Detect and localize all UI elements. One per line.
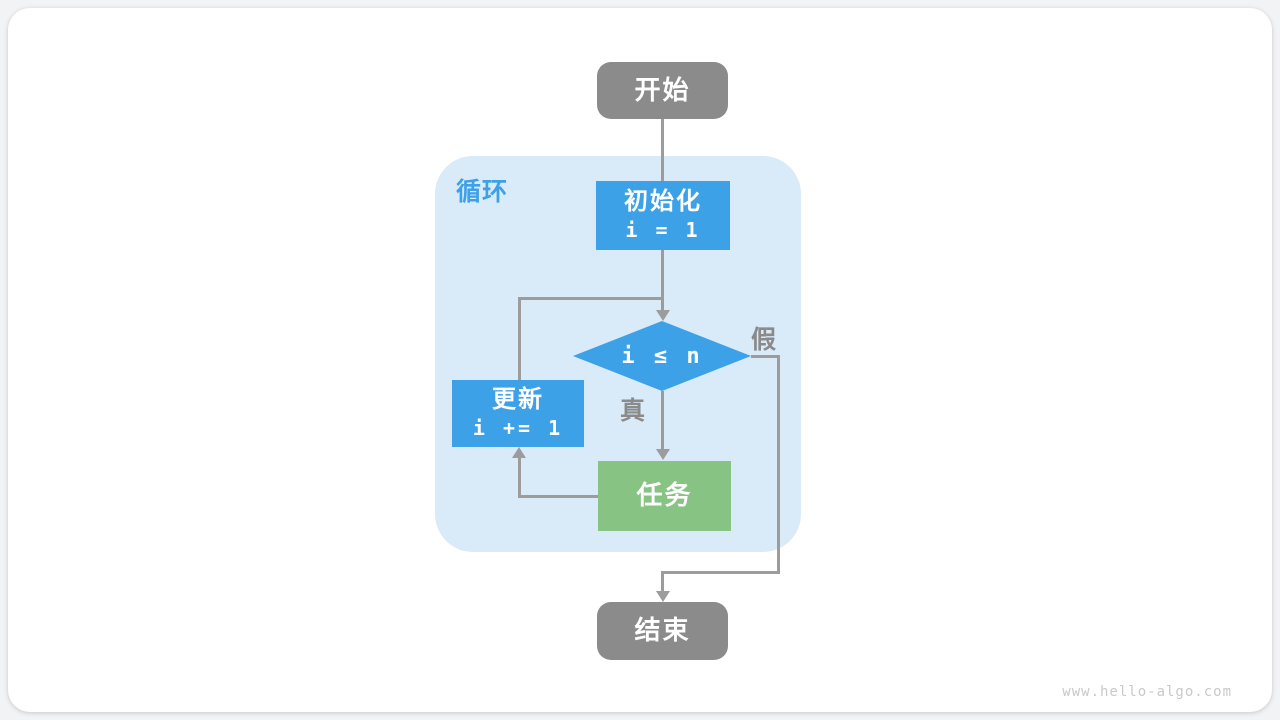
edge-loopback-vertical <box>518 297 521 381</box>
node-start: 开始 <box>597 62 728 119</box>
arrowhead-into-cond <box>656 310 670 321</box>
edge-false-right-vertical <box>777 355 780 574</box>
loop-container-label: 循环 <box>456 178 509 206</box>
branch-label-false: 假 <box>751 326 777 354</box>
watermark-url: www.hello-algo.com <box>1062 684 1232 700</box>
edge-init-to-cond <box>661 250 664 311</box>
edge-loopback-horizontal <box>518 297 664 300</box>
node-task-label: 任务 <box>636 480 693 511</box>
node-update: 更新 i += 1 <box>452 380 584 447</box>
node-condition-code: i ≤ n <box>621 344 703 370</box>
node-task: 任务 <box>598 461 731 531</box>
edge-cond-false-horizontal <box>751 355 779 358</box>
node-update-code: i += 1 <box>472 415 564 440</box>
edge-start-to-init <box>661 119 664 182</box>
node-end-label: 结束 <box>634 615 691 646</box>
node-update-label: 更新 <box>492 386 544 414</box>
edge-cond-to-task <box>661 391 664 450</box>
arrowhead-into-task <box>656 449 670 460</box>
node-initialize-code: i = 1 <box>625 217 701 242</box>
node-initialize: 初始化 i = 1 <box>596 181 730 250</box>
edge-false-bottom-horizontal <box>661 571 780 574</box>
node-initialize-label: 初始化 <box>624 188 702 216</box>
arrowhead-into-update <box>512 447 526 458</box>
arrowhead-into-end <box>656 591 670 602</box>
node-start-label: 开始 <box>634 74 691 105</box>
edge-task-to-update-vertical <box>518 458 521 498</box>
edge-task-to-update-horizontal <box>518 495 600 498</box>
edge-into-end-vertical <box>661 571 664 592</box>
node-end: 结束 <box>597 602 728 660</box>
figure-card: 循环 开始 初始化 i = 1 i ≤ n 更新 i += 1 <box>8 8 1272 712</box>
branch-label-true: 真 <box>620 397 646 425</box>
